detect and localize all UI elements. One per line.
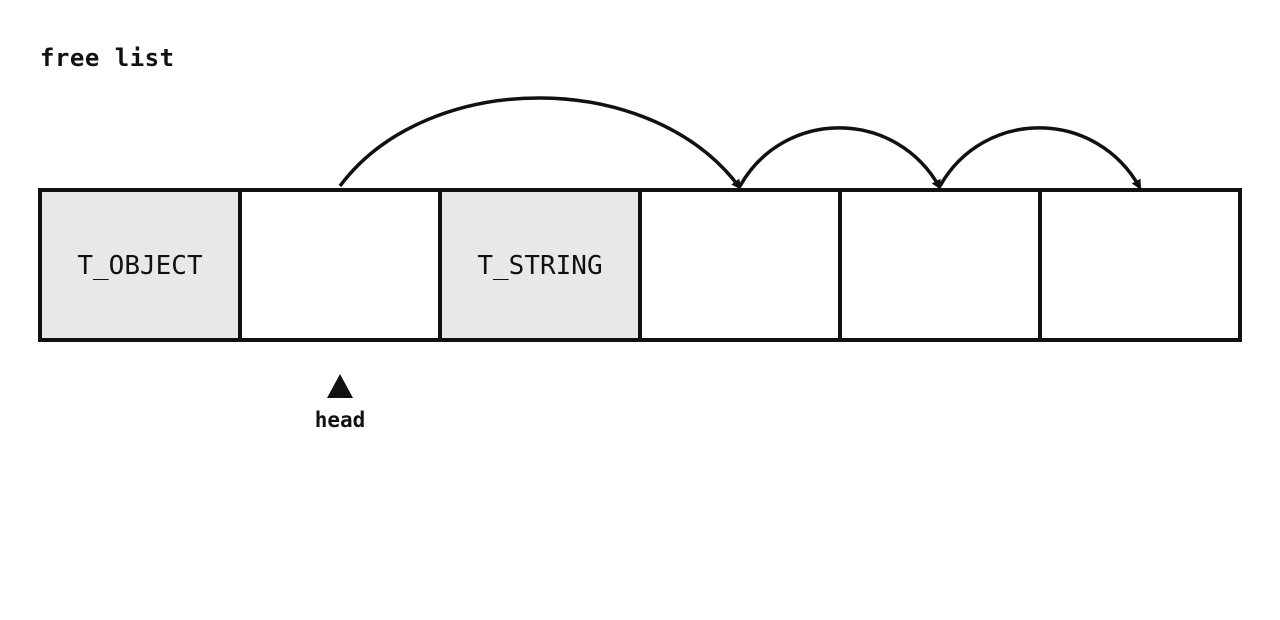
slot-label: T_STRING bbox=[477, 251, 602, 281]
next-pointer-arrow bbox=[738, 126, 942, 190]
slots-row: T_OBJECT T_STRING bbox=[38, 188, 1242, 342]
diagram-title: free list bbox=[40, 44, 175, 72]
next-pointer-arrow bbox=[938, 126, 1142, 190]
head-label: head bbox=[315, 408, 366, 432]
links-group bbox=[338, 96, 1142, 190]
slot-box bbox=[838, 188, 1042, 342]
slot-box bbox=[638, 188, 842, 342]
next-pointer-arrow bbox=[338, 96, 742, 190]
head-pointer: head bbox=[315, 374, 366, 432]
slot-free bbox=[838, 188, 1042, 342]
slot-free bbox=[1038, 188, 1242, 342]
head-pointer-icon bbox=[327, 374, 353, 398]
slot-box bbox=[438, 188, 642, 342]
slot-occupied: T_OBJECT bbox=[38, 188, 242, 342]
slot-free bbox=[638, 188, 842, 342]
slot-box bbox=[238, 188, 442, 342]
slot-label: T_OBJECT bbox=[77, 251, 203, 281]
slot-box bbox=[38, 188, 242, 342]
slot-free bbox=[238, 188, 442, 342]
slot-occupied: T_STRING bbox=[438, 188, 642, 342]
slot-box bbox=[1038, 188, 1242, 342]
